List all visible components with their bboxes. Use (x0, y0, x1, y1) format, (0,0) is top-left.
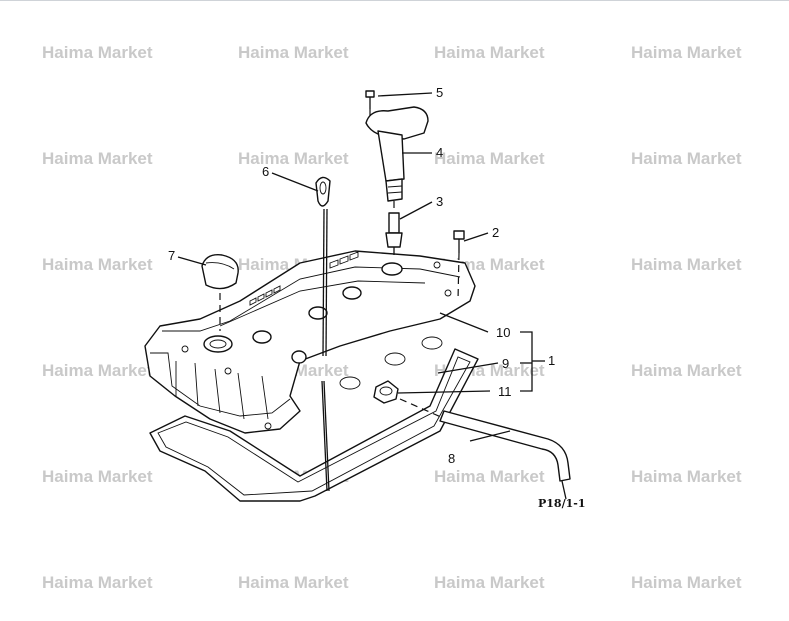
oil-level-gauge (315, 176, 331, 492)
callout-9: 9 (502, 356, 509, 371)
callout-3: 3 (436, 194, 443, 209)
oil-filler-cap (201, 254, 239, 331)
watermark-text: Haima Market (434, 149, 545, 168)
callout-1: 1 (548, 353, 555, 368)
watermark-text: Haima Market (42, 361, 153, 380)
callout-5: 5 (436, 85, 443, 100)
callout-7: 7 (168, 248, 175, 263)
plug-tube-gaskets (339, 336, 443, 390)
watermark-text: Haima Market (631, 43, 742, 62)
callout-8: 8 (448, 451, 455, 466)
watermark-text: Haima Market (238, 149, 349, 168)
valve-cover-gasket (149, 348, 479, 502)
watermark-text: Haima Market (631, 149, 742, 168)
watermark-text: Haima Market (434, 467, 545, 486)
watermark-text: Haima Market (434, 573, 545, 592)
watermark-text: Haima Market (238, 43, 349, 62)
watermark-text: Haima Market (42, 43, 153, 62)
watermark-text: Haima Market (631, 255, 742, 274)
callout-6: 6 (262, 164, 269, 179)
coil-bolt (365, 90, 375, 117)
callout-10: 10 (496, 325, 510, 340)
cover-bolt (453, 230, 465, 302)
callout-leaders (177, 92, 567, 500)
watermark-text: Haima Market (42, 149, 153, 168)
watermark-text: Haima Market (42, 255, 153, 274)
callout-4: 4 (436, 145, 443, 160)
spark-plug (385, 212, 403, 255)
watermark-text: Haima Market (631, 467, 742, 486)
watermark-text: Haima Market (631, 361, 742, 380)
ventilation-hose (439, 410, 571, 482)
watermark-text: Haima Market (631, 573, 742, 592)
callout-labels: 5 4 6 3 2 7 10 9 1 11 8 P18/1-1 (168, 85, 585, 510)
watermark-text: Haima Market (238, 573, 349, 592)
figure-reference: P18/1-1 (538, 497, 585, 510)
valve-cover (144, 250, 476, 434)
watermark-text: Haima Market (42, 573, 153, 592)
watermark-text: Haima Market (434, 43, 545, 62)
ignition-coil (365, 106, 429, 231)
watermark-text: Haima Market (42, 467, 153, 486)
callout-11: 11 (498, 384, 512, 399)
callout-2: 2 (492, 225, 499, 240)
pcv-valve (373, 380, 451, 422)
